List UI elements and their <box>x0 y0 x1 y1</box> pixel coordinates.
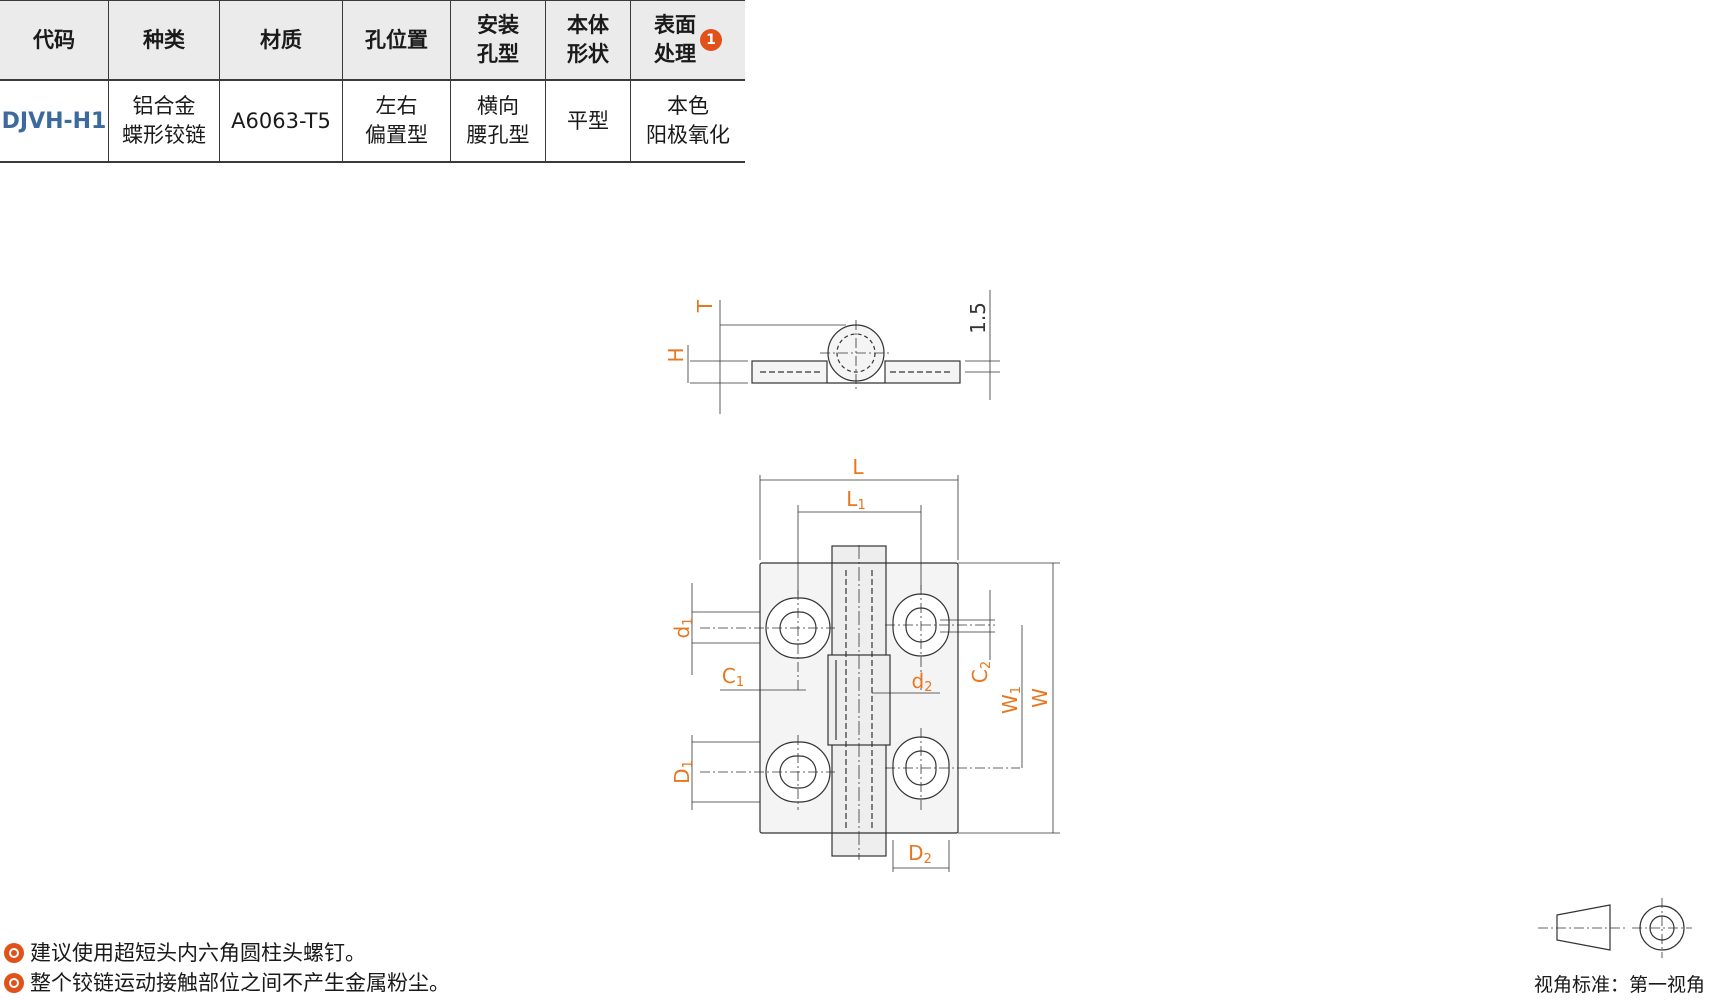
header-body-shape: 本体形状 <box>545 0 631 80</box>
cell-code: DJVH-H1 <box>0 80 109 163</box>
projection-label: 视角标准：第一视角 <box>1533 974 1705 996</box>
cell-hole-position: 左右偏置型 <box>342 80 451 163</box>
header-mount-hole-type: 安装孔型 <box>450 0 546 80</box>
spec-table: 代码 种类 材质 孔位置 安装孔型 本体形状 表面处理 1 DJVH-H1 铝合… <box>0 0 745 163</box>
note-item: 建议使用超短头内六角圆柱头螺钉。 <box>4 940 366 966</box>
side-view <box>687 290 1000 414</box>
cell-body-shape: 平型 <box>545 80 631 163</box>
cell-type: 铝合金蝶形铰链 <box>108 80 220 163</box>
cell-surface-treatment: 本色阳极氧化 <box>630 80 745 163</box>
dim-W1: W1 <box>998 686 1024 714</box>
cell-material: A6063-T5 <box>219 80 343 163</box>
dim-H: H <box>664 347 688 362</box>
dim-T: T <box>693 299 717 313</box>
dim-C1: C1 <box>722 664 744 690</box>
table-row: DJVH-H1 铝合金蝶形铰链 A6063-T5 左右偏置型 横向腰孔型 平型 … <box>0 80 745 163</box>
header-code: 代码 <box>0 0 109 80</box>
note-item: 整个铰链运动接触部位之间不产生金属粉尘。 <box>4 970 450 996</box>
note-badge: 1 <box>700 29 722 51</box>
dim-D2: D2 <box>908 841 932 867</box>
header-surface-treatment: 表面处理 1 <box>630 0 745 80</box>
table-header-row: 代码 种类 材质 孔位置 安装孔型 本体形状 表面处理 1 <box>0 0 745 80</box>
dim-d2: d2 <box>912 669 933 695</box>
dim-L1: L1 <box>846 487 865 513</box>
dim-D1: D1 <box>670 760 696 784</box>
header-type: 种类 <box>108 0 220 80</box>
dim-L: L <box>852 455 864 479</box>
dim-d1: d1 <box>670 618 696 639</box>
dim-thickness: 1.5 <box>966 302 990 334</box>
header-material: 材质 <box>219 0 343 80</box>
bullet-icon <box>4 973 24 993</box>
dim-W: W <box>1028 688 1052 708</box>
header-hole-position: 孔位置 <box>342 0 451 80</box>
cell-mount-hole-type: 横向腰孔型 <box>450 80 546 163</box>
bullet-icon <box>4 943 24 963</box>
dim-C2: C2 <box>968 661 994 683</box>
front-view <box>691 475 1060 872</box>
projection-symbol <box>1538 898 1692 958</box>
